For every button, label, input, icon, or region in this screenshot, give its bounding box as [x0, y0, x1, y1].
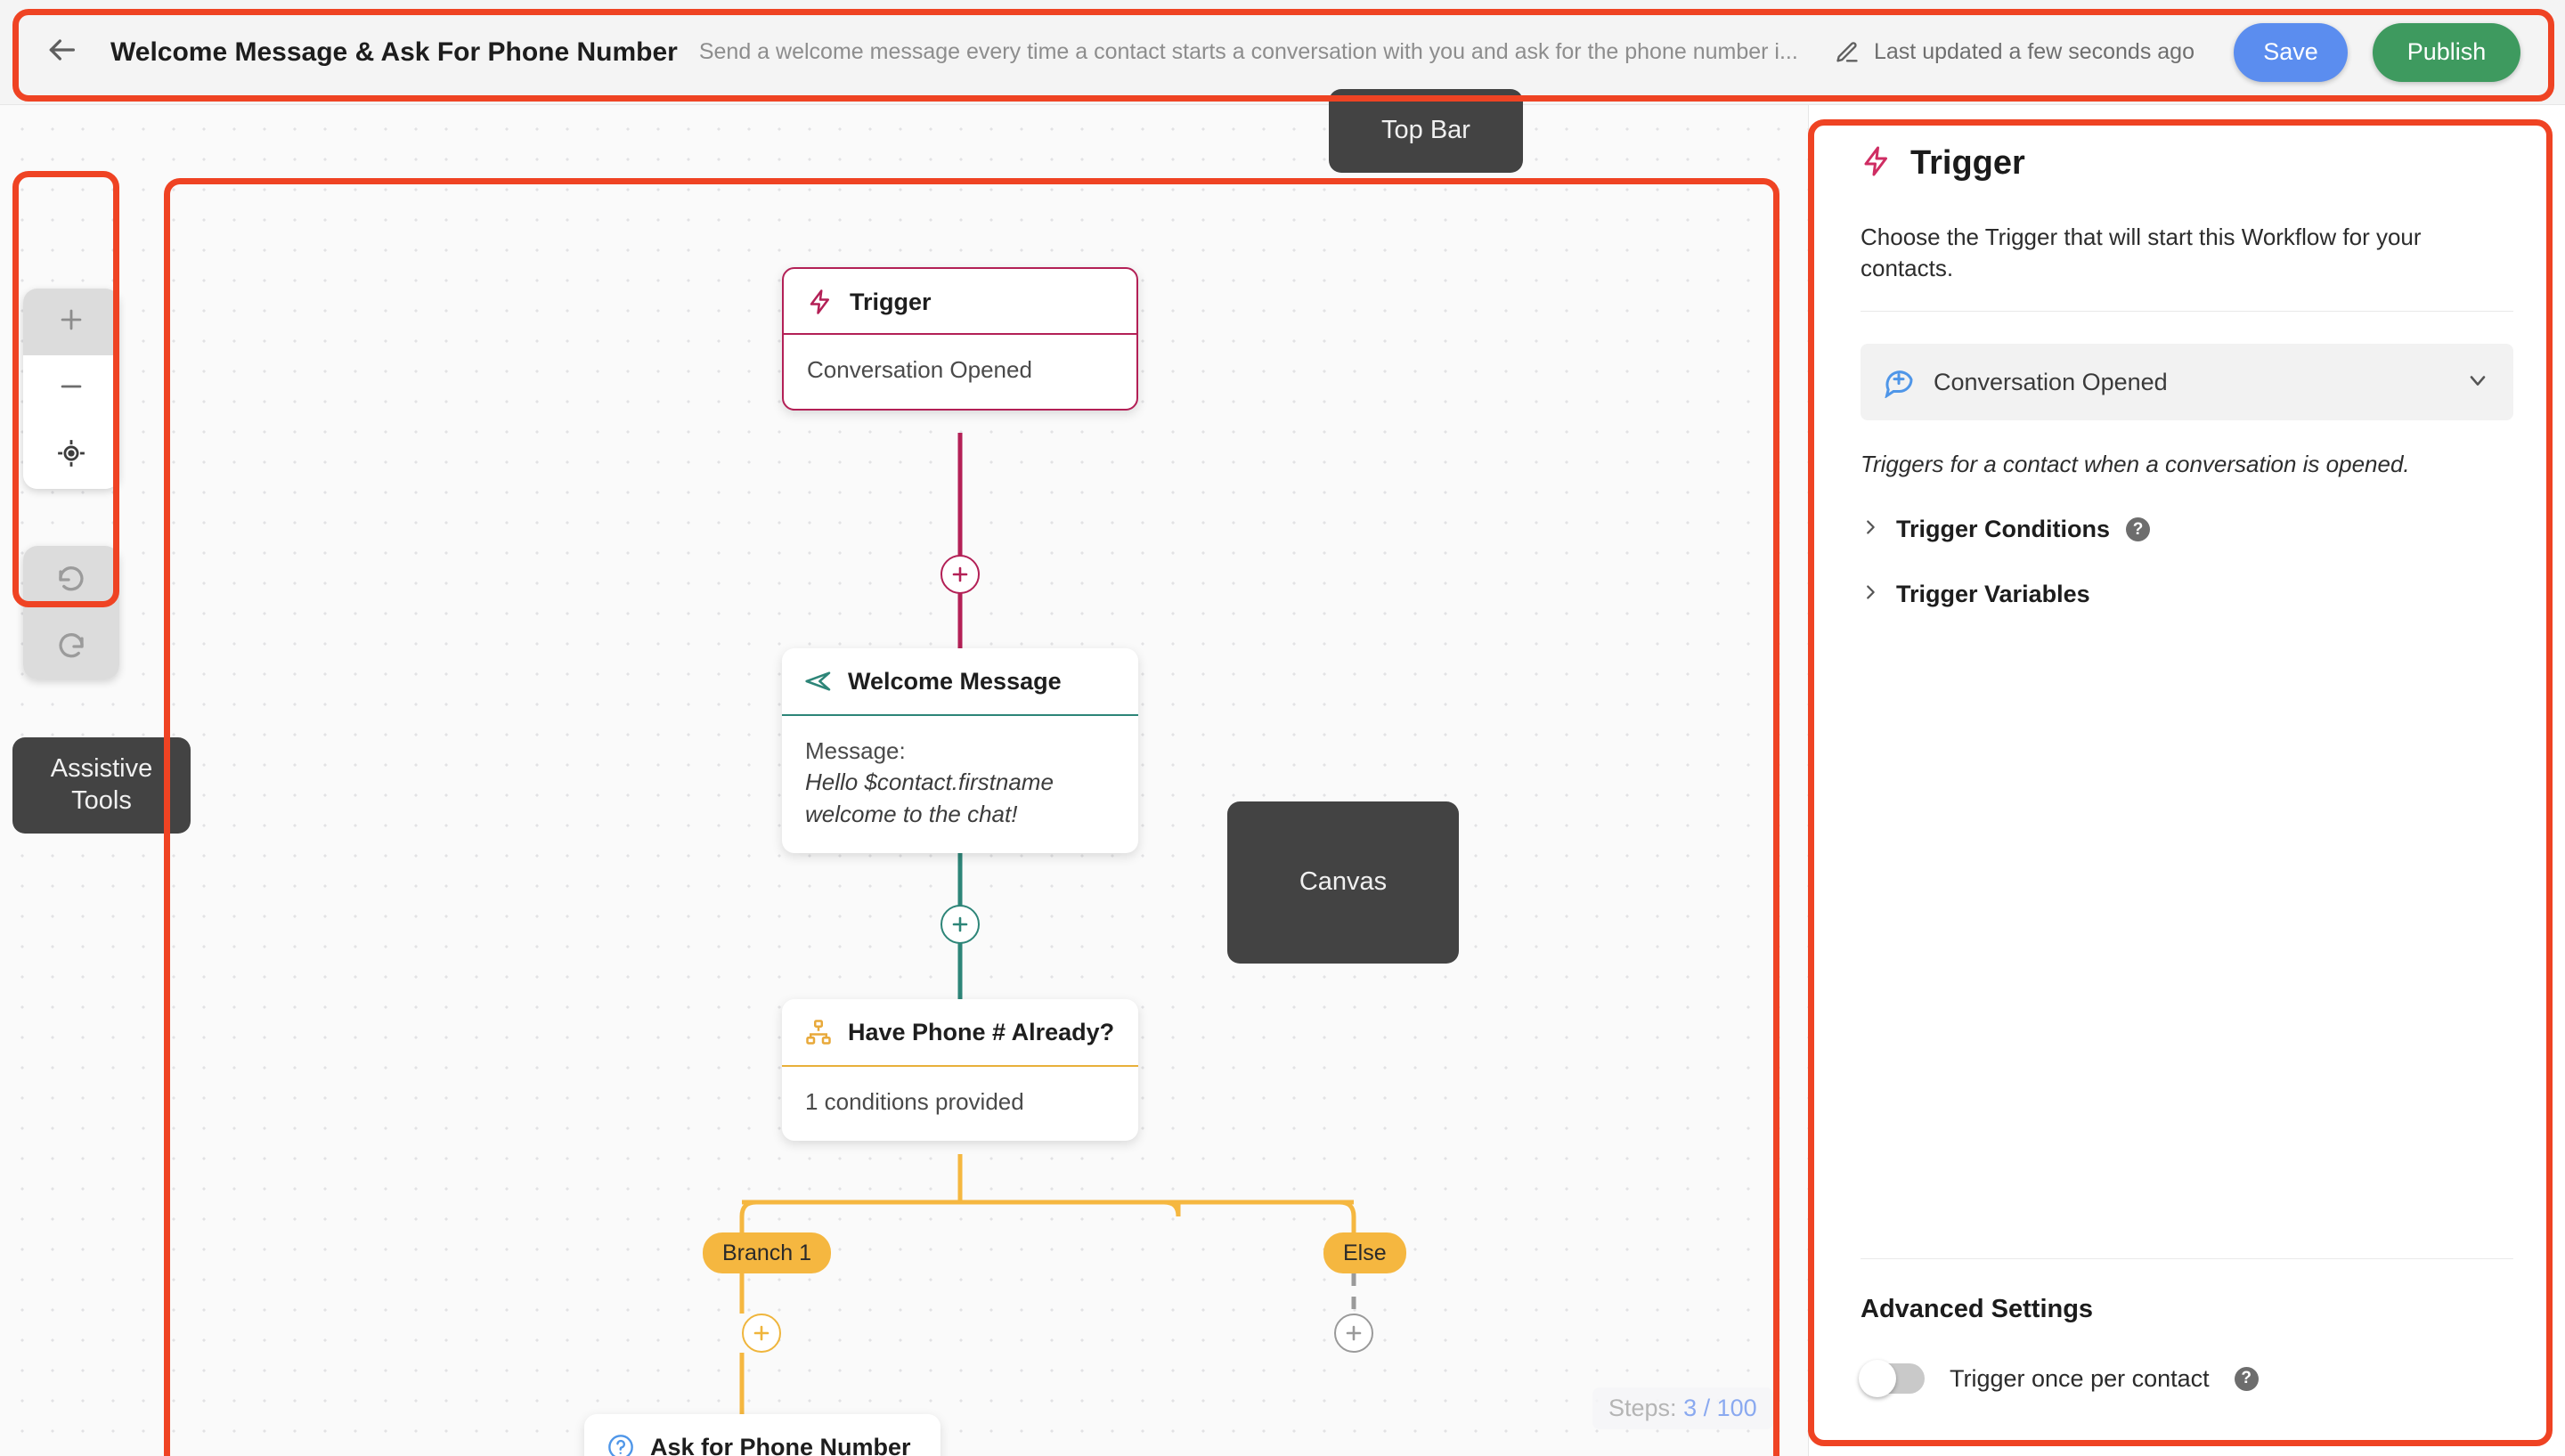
accordion-label: Trigger Variables: [1896, 581, 2090, 608]
flow-node-header: Ask for Phone Number: [584, 1414, 940, 1456]
lightning-bolt-icon: [805, 287, 835, 317]
drawer-header: Trigger: [1861, 144, 2513, 183]
add-step-button[interactable]: [940, 905, 980, 944]
divider: [1861, 1258, 2513, 1259]
arrow-left-icon: [44, 32, 79, 72]
zoom-in-button[interactable]: [23, 289, 119, 355]
steps-value: 3 / 100: [1683, 1395, 1757, 1421]
flow-node-trigger[interactable]: Trigger Conversation Opened: [782, 267, 1138, 411]
chevron-right-icon: [1861, 582, 1880, 606]
toggle-knob: [1859, 1360, 1896, 1397]
trigger-hint-text: Triggers for a contact when a conversati…: [1861, 451, 2410, 478]
last-updated-text: Last updated a few seconds ago: [1874, 39, 2194, 64]
message-label: Message:: [805, 737, 906, 764]
accordion-trigger-conditions[interactable]: Trigger Conditions ?: [1861, 516, 2513, 543]
add-step-icon: [751, 1322, 772, 1344]
flow-node-body: Message: Hello $contact.firstname welcom…: [782, 716, 1138, 853]
trigger-select-value: Conversation Opened: [1934, 368, 2168, 395]
flow-node-condition[interactable]: Have Phone # Already? 1 conditions provi…: [782, 999, 1138, 1142]
add-step-icon: [1343, 1322, 1364, 1344]
page-title: Welcome Message & Ask For Phone Number: [110, 37, 678, 67]
add-step-button[interactable]: [1334, 1314, 1373, 1353]
advanced-settings-title: Advanced Settings: [1861, 1295, 2094, 1323]
flow-node-header: Trigger: [784, 269, 1136, 335]
undo-arrow-icon: [55, 561, 87, 598]
divider: [1861, 311, 2513, 313]
flow-node-title: Ask for Phone Number: [650, 1433, 911, 1456]
flow-node-body: 1 conditions provided: [805, 1088, 1024, 1115]
add-step-icon: [949, 564, 971, 585]
flow-node-body: Conversation Opened: [807, 356, 1032, 383]
crosshair-icon: [56, 438, 86, 473]
flow-node-title: Have Phone # Already?: [848, 1018, 1115, 1045]
trigger-select[interactable]: Conversation Opened: [1861, 344, 2513, 421]
drawer-subtitle: Choose the Trigger that will start this …: [1861, 224, 2422, 282]
flow-node-header: Have Phone # Already?: [782, 999, 1138, 1067]
help-icon[interactable]: ?: [2126, 517, 2150, 542]
recenter-button[interactable]: [23, 422, 119, 489]
redo-arrow-icon: [55, 628, 87, 664]
redo-button[interactable]: [23, 613, 119, 679]
flow-node-title: Welcome Message: [848, 667, 1062, 695]
zoom-tool-group: [23, 289, 119, 489]
accordion-label: Trigger Conditions: [1896, 516, 2110, 543]
flow-node-ask-phone-number[interactable]: Ask for Phone Number What is your phone …: [584, 1414, 940, 1456]
chevron-right-icon: [1861, 517, 1880, 541]
back-button[interactable]: [36, 27, 87, 78]
advanced-settings-section: Advanced Settings Trigger once per conta…: [1859, 1258, 2513, 1456]
add-step-button[interactable]: [742, 1314, 781, 1353]
trigger-once-toggle[interactable]: [1859, 1360, 1925, 1397]
zoom-out-button[interactable]: [23, 355, 119, 422]
question-circle-icon: [606, 1432, 636, 1456]
drawer-title: Trigger: [1910, 144, 2025, 182]
publish-button[interactable]: Publish: [2373, 22, 2520, 82]
help-icon[interactable]: ?: [2234, 1366, 2259, 1391]
add-step-icon: [949, 914, 971, 935]
add-step-button[interactable]: [940, 555, 980, 594]
message-text: Hello $contact.firstname welcome to the …: [805, 769, 1054, 827]
chevron-down-icon[interactable]: [2465, 368, 2490, 397]
lightning-bolt-icon: [1861, 145, 1893, 182]
steps-label: Steps:: [1608, 1395, 1677, 1421]
accordion-trigger-variables[interactable]: Trigger Variables: [1861, 581, 2513, 608]
chat-plus-icon: [1880, 362, 1916, 403]
top-bar: Welcome Message & Ask For Phone Number S…: [0, 0, 2565, 105]
branch-hierarchy-icon: [803, 1017, 834, 1047]
send-paper-plane-icon: [803, 666, 834, 696]
configuration-drawer: Trigger Choose the Trigger that will sta…: [1808, 105, 2565, 1456]
steps-counter: Steps: 3 / 100: [1592, 1387, 1773, 1429]
annotation-canvas: Canvas: [1227, 801, 1459, 964]
branch-label-else[interactable]: Else: [1323, 1232, 1406, 1273]
workflow-canvas[interactable]: Trigger Conversation Opened Welcome Mess…: [0, 105, 1808, 1456]
pencil-icon[interactable]: [1835, 40, 1860, 65]
save-button[interactable]: Save: [2234, 22, 2348, 82]
flow-node-title: Trigger: [850, 288, 932, 315]
flow-node-header: Welcome Message: [782, 648, 1138, 716]
annotation-top-bar: Top Bar: [1329, 89, 1523, 173]
advanced-toggle-row: Trigger once per contact ?: [1859, 1360, 2513, 1397]
minus-icon: [56, 371, 86, 406]
plus-icon: [56, 305, 86, 339]
workflow-description: Send a welcome message every time a cont…: [698, 39, 1798, 64]
branch-label-branch-1[interactable]: Branch 1: [703, 1232, 832, 1273]
trigger-once-label: Trigger once per contact: [1950, 1364, 2210, 1392]
flow-node-welcome-message[interactable]: Welcome Message Message: Hello $contact.…: [782, 648, 1138, 854]
